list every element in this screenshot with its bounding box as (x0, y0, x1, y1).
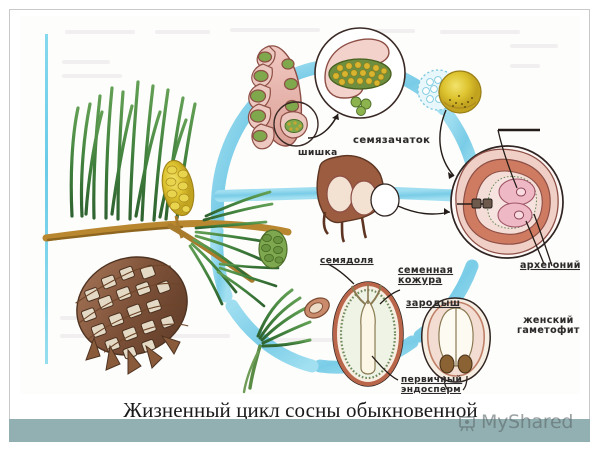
ghost-text (62, 60, 110, 64)
label-zhenskiy-gametofit: женский гаметофит (517, 315, 580, 337)
female-cone-scales (247, 45, 319, 150)
label-semennaya-kozhura: семенная кожура (398, 265, 454, 287)
watermark-text: MyShared (481, 411, 574, 433)
life-cycle-illustration (42, 27, 564, 394)
label-zarodysh: зародыш (406, 298, 461, 309)
label-shishka: шишка (298, 148, 338, 158)
archegonium-closeup (450, 128, 564, 267)
label-semyadolya: семядоля (320, 256, 374, 266)
ovule-closeup (307, 27, 406, 139)
ghost-text (510, 44, 558, 48)
male-cone-yellow (161, 159, 195, 239)
label-semyazachatok: семязачаток (353, 135, 431, 146)
diagram-scan: шишка семязачаток семядоля семенная кожу… (20, 16, 580, 394)
ghost-text (350, 29, 415, 33)
ghost-text (440, 30, 520, 34)
label-pervichnyy-endosperm: первичный эндосперм (401, 375, 463, 394)
ghost-text (65, 30, 135, 34)
footer-bar (9, 419, 590, 442)
ghost-text (170, 334, 230, 338)
seed-section-long (327, 263, 404, 387)
slide: шишка семязачаток семядоля семенная кожу… (9, 9, 590, 429)
seedling (242, 288, 330, 394)
projector-icon (459, 416, 475, 432)
watermark: MyShared (457, 411, 573, 433)
page-margin-rule (45, 34, 48, 364)
page-title: Жизненный цикл сосны обыкновенной (123, 398, 478, 422)
female-cone-small (258, 229, 288, 269)
ghost-text (230, 28, 320, 32)
ghost-text (62, 74, 122, 78)
ghost-text (510, 64, 540, 68)
pollen-grain (417, 69, 482, 179)
label-arhegoniy: архегоний (520, 260, 580, 271)
ovule-scale (316, 154, 451, 243)
mature-pine-cone (75, 256, 189, 375)
pine-branch (42, 80, 292, 308)
ghost-text (155, 30, 210, 34)
seed-section-cross (421, 297, 491, 391)
